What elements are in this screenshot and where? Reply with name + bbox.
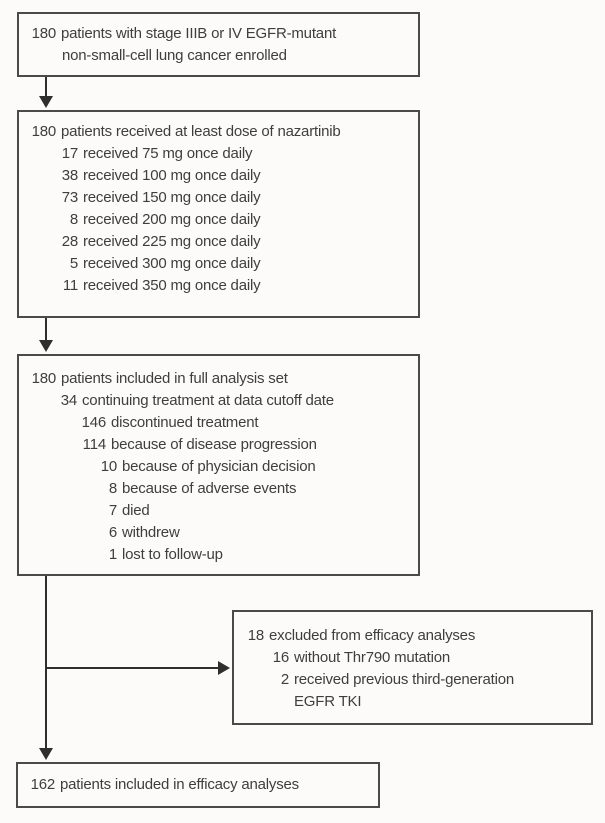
line-text: because of disease progression [111, 436, 317, 453]
line-text: patients received at least dose of nazar… [61, 123, 341, 140]
arrow-down-head [39, 96, 53, 108]
line-text: patients included in full analysis set [61, 370, 288, 387]
diagram-line: 38 received 100 mg once daily [31, 165, 410, 187]
line-number: 11 [62, 277, 78, 294]
diagram-line: 18 excluded from efficacy analyses [246, 625, 583, 647]
diagram-line: 8 because of adverse events [31, 478, 410, 500]
arrow-down-head [39, 748, 53, 760]
line-text: lost to follow-up [122, 546, 223, 563]
line-text: because of adverse events [122, 480, 297, 497]
line-text: discontinued treatment [111, 414, 259, 431]
diagram-line: 16 without Thr790 mutation [246, 647, 583, 669]
arrow-branch-to-excluded-line [45, 667, 219, 669]
line-text: patients included in efficacy analyses [60, 776, 299, 793]
line-text: without Thr790 mutation [294, 649, 451, 666]
diagram-line: non-small-cell lung cancer enrolled [31, 45, 410, 67]
line-text: non-small-cell lung cancer enrolled [62, 47, 287, 64]
arrow-enrollment-to-dosing-line [45, 77, 47, 97]
diagram-line: 2 received previous third-generation [246, 669, 583, 691]
diagram-line: 73 received 150 mg once daily [31, 187, 410, 209]
diagram-line: 11 received 350 mg once daily [31, 275, 410, 297]
diagram-line: 10 because of physician decision [31, 456, 410, 478]
line-text: EGFR TKI [294, 693, 362, 710]
line-number: 28 [61, 233, 78, 250]
line-number: 180 [31, 25, 57, 42]
diagram-line: 1 lost to follow-up [31, 544, 410, 566]
line-text: received 75 mg once daily [83, 145, 253, 162]
line-number: 2 [280, 671, 289, 688]
line-number: 1 [108, 546, 117, 563]
line-number: 16 [272, 649, 289, 666]
diagram-line: 8 received 200 mg once daily [31, 209, 410, 231]
line-number: 6 [108, 524, 117, 541]
arrow-analysis-to-efficacy-line [45, 576, 47, 749]
line-text: excluded from efficacy analyses [269, 627, 476, 644]
line-number: 8 [69, 211, 78, 228]
line-number: 73 [61, 189, 78, 206]
arrow-down-head [39, 340, 53, 352]
line-text: because of physician decision [122, 458, 316, 475]
diagram-line: EGFR TKI [246, 691, 583, 713]
diagram-line: 7 died [31, 500, 410, 522]
line-number: 180 [31, 370, 57, 387]
line-text: received 225 mg once daily [83, 233, 261, 250]
line-text: withdrew [122, 524, 180, 541]
line-number: 17 [61, 145, 78, 162]
line-text: received previous third-generation [294, 671, 514, 688]
diagram-line: 28 received 225 mg once daily [31, 231, 410, 253]
arrow-right-head [218, 661, 230, 675]
box-excluded-efficacy: 18 excluded from efficacy analyses 16 with… [232, 610, 593, 725]
line-text: received 300 mg once daily [83, 255, 261, 272]
line-text: received 200 mg once daily [83, 211, 261, 228]
line-number: 180 [31, 123, 57, 140]
line-text: received 350 mg once daily [83, 277, 261, 294]
line-text: received 150 mg once daily [83, 189, 261, 206]
line-number: 38 [61, 167, 78, 184]
line-number: 10 [100, 458, 117, 475]
line-text: continuing treatment at data cutoff date [82, 392, 334, 409]
line-text: received 100 mg once daily [83, 167, 261, 184]
line-number: 18 [247, 627, 264, 644]
diagram-line: 17 received 75 mg once daily [31, 143, 410, 165]
diagram-line: 5 received 300 mg once daily [31, 253, 410, 275]
line-number: 146 [81, 414, 107, 431]
diagram-line: 34 continuing treatment at data cutoff da… [31, 390, 410, 412]
line-number: 8 [108, 480, 117, 497]
arrow-dosing-to-analysis-line [45, 318, 47, 341]
line-number: 5 [69, 255, 78, 272]
line-number: 114 [82, 436, 107, 453]
line-text: patients with stage IIIB or IV EGFR-muta… [61, 25, 337, 42]
diagram-line: 6 withdrew [31, 522, 410, 544]
line-number: 162 [30, 776, 56, 793]
line-number: 34 [60, 392, 77, 409]
line-number: 7 [108, 502, 117, 519]
line-text: died [122, 502, 150, 519]
